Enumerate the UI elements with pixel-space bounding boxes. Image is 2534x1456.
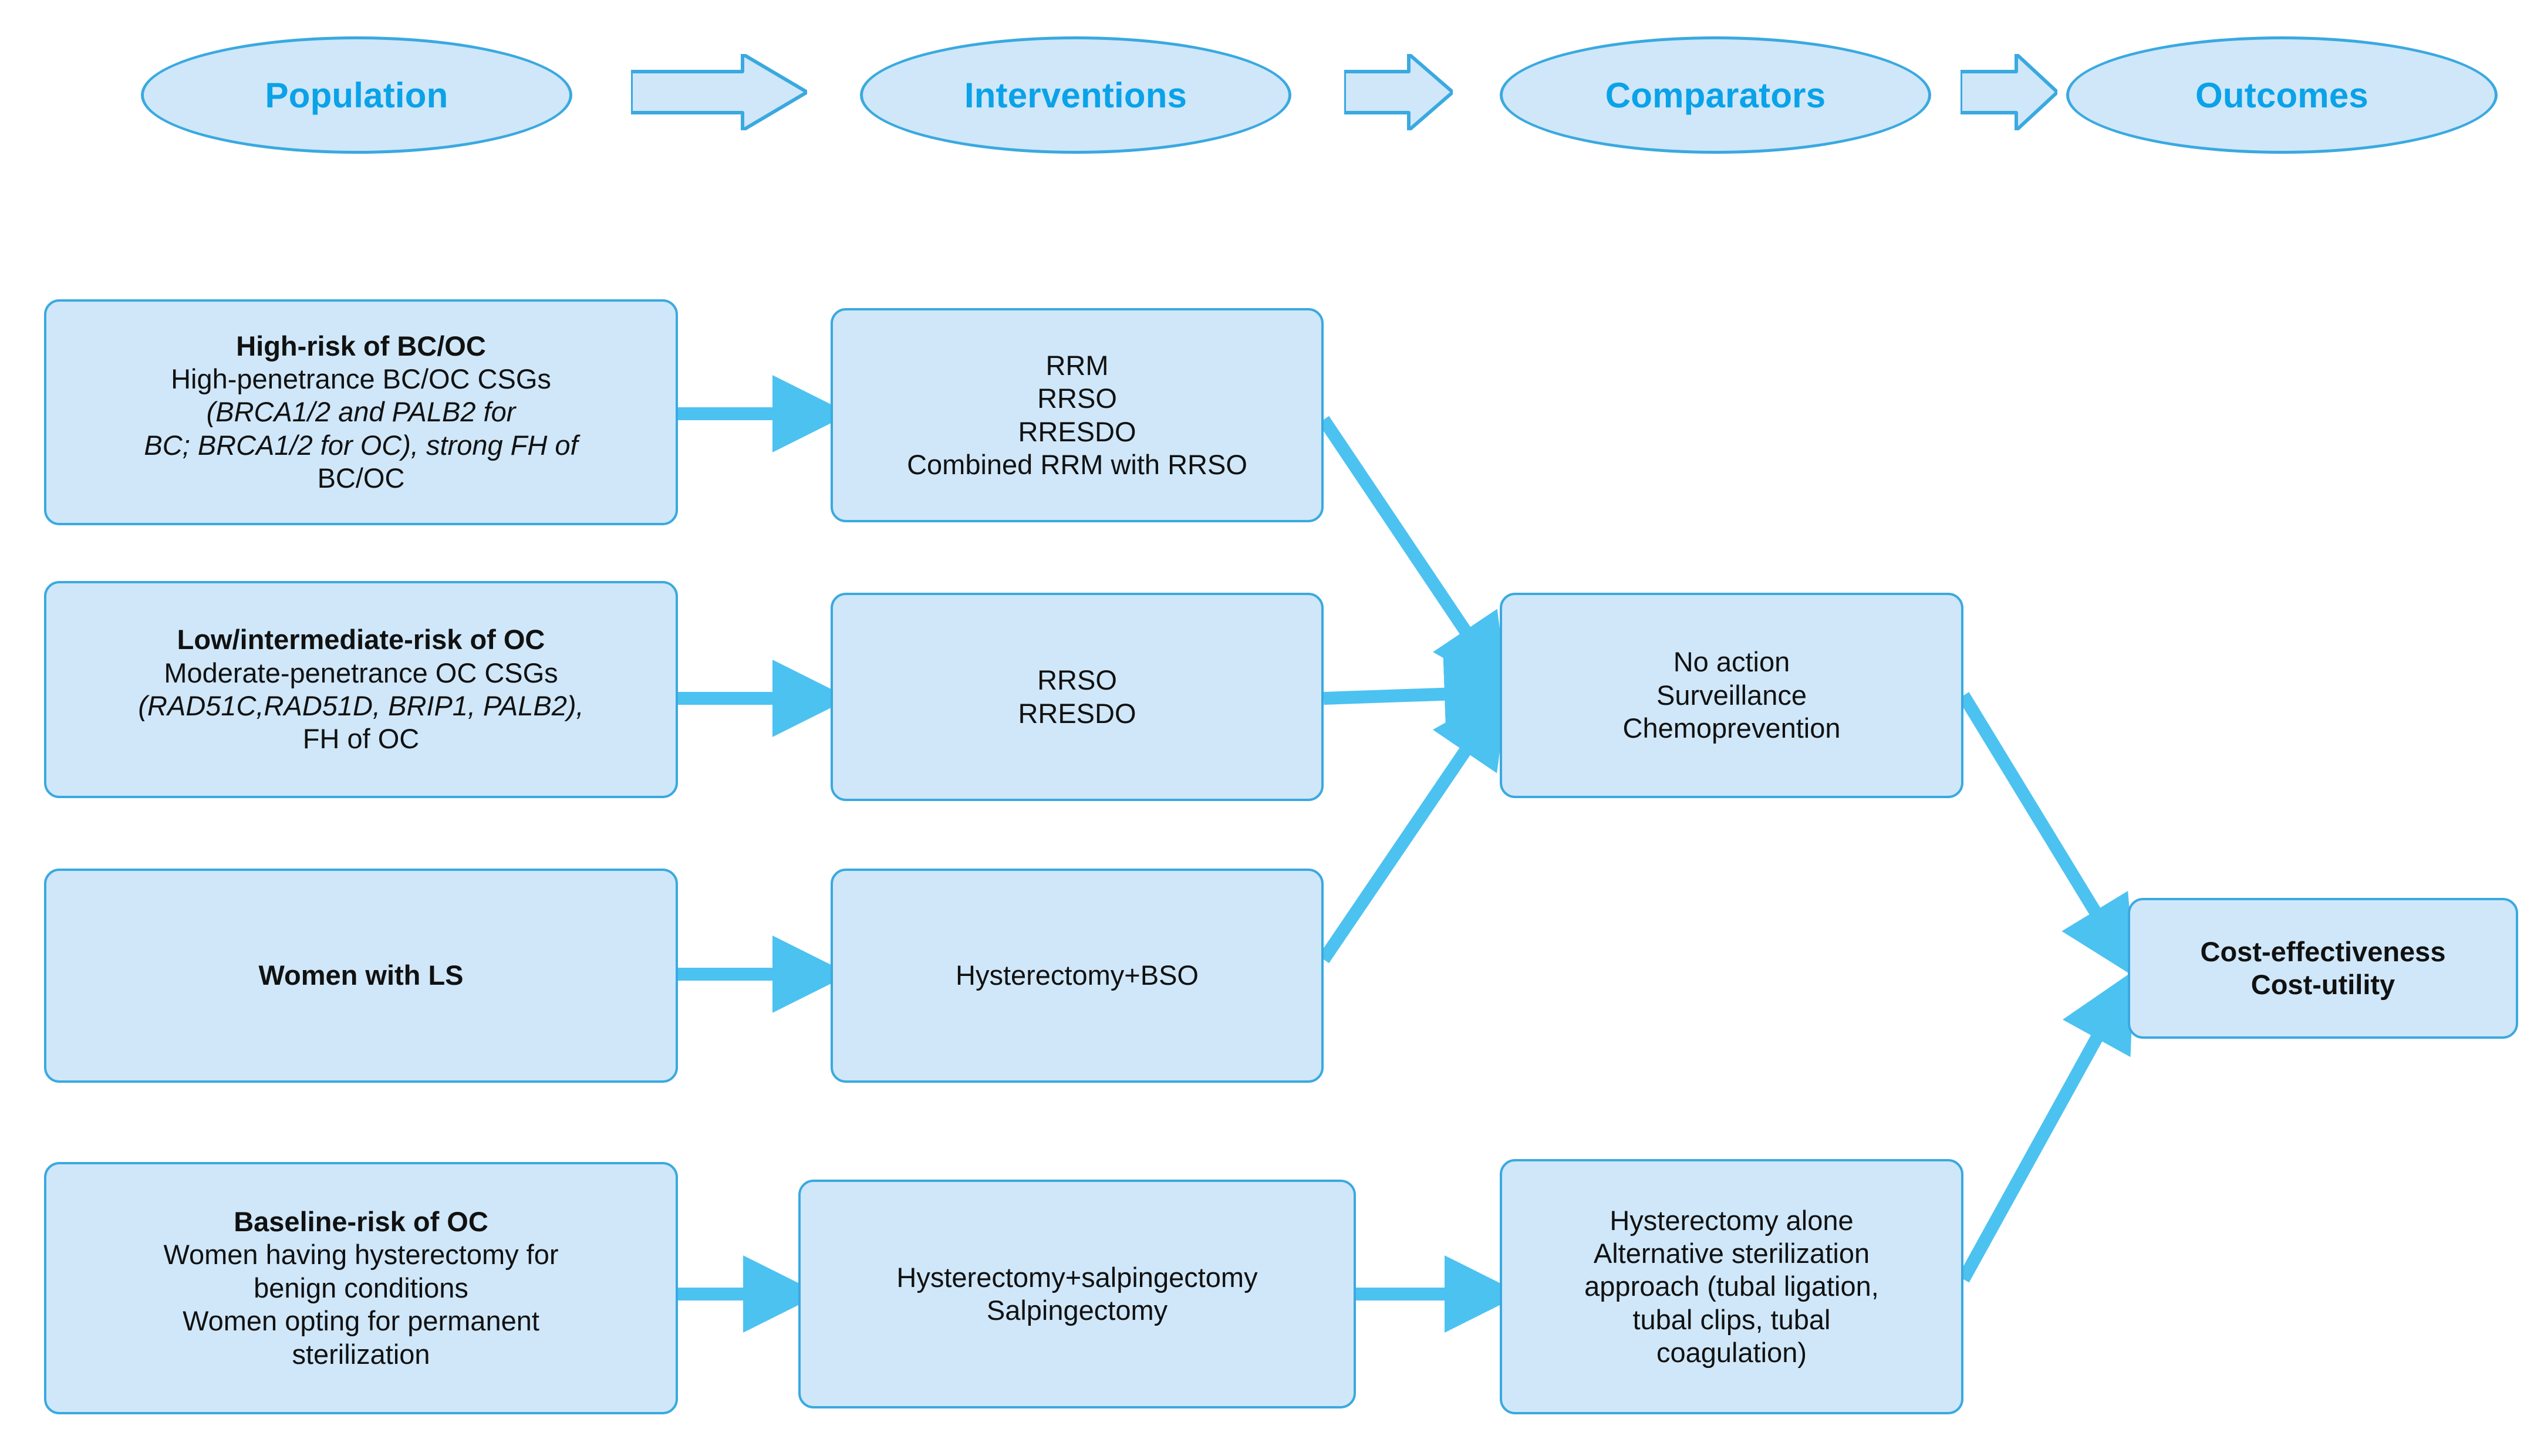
comparator-hyst-line-4: tubal clips, tubal <box>1632 1303 1831 1335</box>
arrow-comp1-to-outcome <box>1958 692 2135 978</box>
arrow-int1-to-comp1 <box>1318 415 1509 695</box>
comparator-hyst-line-2: Alternative sterilization <box>1593 1237 1870 1269</box>
intervention-high-risk-line-3: RRESDO <box>1018 415 1136 447</box>
population-low-risk-line-4: FH of OC <box>302 723 420 755</box>
intervention-box-baseline: Hysterectomy+salpingectomy Salpingectomy <box>798 1180 1356 1408</box>
arrow-int3-to-comp1 <box>1318 687 1509 964</box>
population-box-baseline-risk: Baseline-risk of OC Women having hystere… <box>44 1162 678 1414</box>
header-label-interventions: Interventions <box>964 75 1187 115</box>
header-ellipse-outcomes: Outcomes <box>2066 36 2498 154</box>
header-label-comparators: Comparators <box>1605 75 1826 115</box>
intervention-high-risk-line-2: RRSO <box>1037 383 1117 414</box>
population-high-risk-line-4-text: BC; BRCA1/2 for OC), strong FH of <box>144 429 578 461</box>
population-box-high-risk: High-risk of BC/OC High-penetrance BC/OC… <box>44 299 678 525</box>
intervention-box-high-risk: RRM RRSO RRESDO Combined RRM with RRSO <box>831 308 1324 522</box>
population-high-risk-line-4: BC; BRCA1/2 for OC), strong FH of <box>144 429 578 462</box>
comparator-box-no-action: No action Surveillance Chemoprevention <box>1500 593 1963 798</box>
population-high-risk-line-5: BC/OC <box>317 462 405 494</box>
comparator-no-action-line-1: No action <box>1673 646 1790 678</box>
population-baseline-line-4: Women opting for permanent <box>183 1305 539 1337</box>
intervention-box-lynch-syndrome: Hysterectomy+BSO <box>831 869 1324 1083</box>
population-box-low-intermediate-risk: Low/intermediate-risk of OC Moderate-pen… <box>44 581 678 798</box>
header-ellipse-comparators: Comparators <box>1500 36 1931 154</box>
intervention-box-low-intermediate: RRSO RRESDO <box>831 593 1324 801</box>
population-high-risk-line-3-text: (BRCA1/2 and PALB2 for <box>206 396 516 428</box>
population-high-risk-line-1: High-risk of BC/OC <box>236 330 486 362</box>
population-high-risk-line-3: (BRCA1/2 and PALB2 for <box>207 396 516 428</box>
population-low-risk-line-1: Low/intermediate-risk of OC <box>177 624 545 656</box>
population-baseline-line-3: benign conditions <box>254 1272 468 1303</box>
comparator-hyst-line-1: Hysterectomy alone <box>1610 1204 1854 1236</box>
block-arrow-population-to-interventions <box>631 54 807 130</box>
outcome-line-2: Cost-utility <box>2250 969 2395 1000</box>
header-ellipse-population: Population <box>141 36 572 154</box>
header-ellipse-interventions: Interventions <box>860 36 1291 154</box>
intervention-low-line-1: RRSO <box>1037 664 1117 696</box>
intervention-high-risk-line-4: Combined RRM with RRSO <box>907 448 1247 480</box>
header-label-population: Population <box>265 75 448 115</box>
population-low-risk-line-2: Moderate-penetrance OC CSGs <box>164 657 558 688</box>
header-label-outcomes: Outcomes <box>2195 75 2368 115</box>
population-baseline-line-5: sterilization <box>292 1338 430 1370</box>
population-high-risk-line-2: High-penetrance BC/OC CSGs <box>171 363 551 394</box>
population-baseline-line-1: Baseline-risk of OC <box>234 1206 488 1238</box>
outcome-line-1: Cost-effectiveness <box>2200 935 2446 967</box>
intervention-ls-line-1: Hysterectomy+BSO <box>956 960 1199 991</box>
intervention-low-line-2: RRESDO <box>1018 697 1136 729</box>
comparator-no-action-line-2: Surveillance <box>1656 679 1807 711</box>
comparator-hyst-line-3: approach (tubal ligation, <box>1584 1271 1879 1302</box>
population-baseline-line-2: Women having hysterectomy for <box>163 1239 559 1271</box>
arrow-comp2-to-outcome <box>1958 970 2134 1283</box>
comparator-hyst-line-5: coagulation) <box>1656 1337 1807 1369</box>
intervention-baseline-line-1: Hysterectomy+salpingectomy <box>896 1261 1258 1293</box>
population-box-lynch-syndrome: Women with LS <box>44 869 678 1083</box>
outcome-box: Cost-effectiveness Cost-utility <box>2128 898 2518 1039</box>
block-arrow-comparators-to-outcomes <box>1961 54 2057 130</box>
intervention-baseline-line-2: Salpingectomy <box>986 1295 1168 1326</box>
block-arrow-interventions-to-comparators <box>1344 54 1453 130</box>
population-ls-line-1: Women with LS <box>258 960 464 991</box>
comparator-no-action-line-3: Chemoprevention <box>1622 712 1841 744</box>
population-low-risk-line-3: (RAD51C,RAD51D, BRIP1, PALB2), <box>138 690 584 721</box>
comparator-box-hysterectomy-alone: Hysterectomy alone Alternative steriliza… <box>1500 1159 1963 1414</box>
intervention-high-risk-line-1: RRM <box>1045 349 1109 381</box>
arrow-int2-to-comp1 <box>1323 655 1522 733</box>
